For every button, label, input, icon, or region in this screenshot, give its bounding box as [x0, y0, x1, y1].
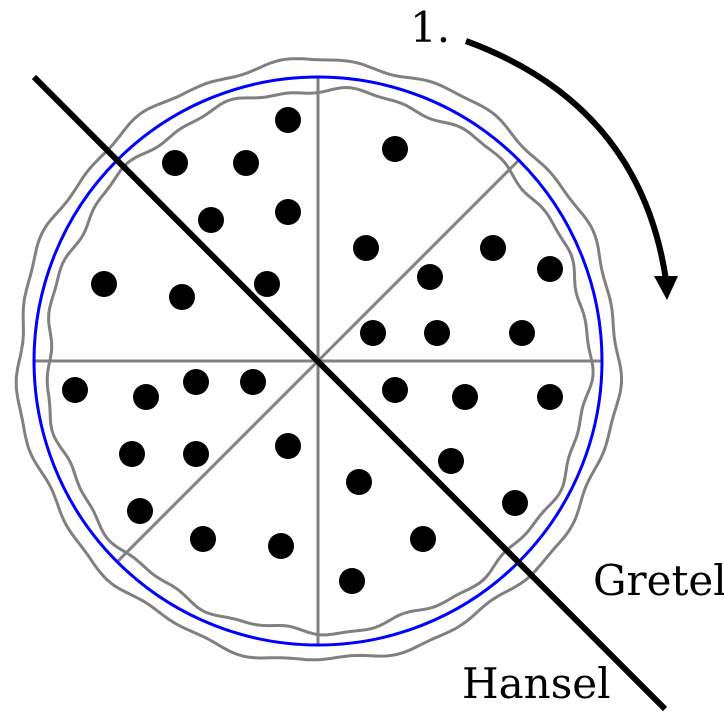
hansel-label: Hansel: [462, 659, 611, 708]
topping: [190, 526, 216, 552]
rotation-arrow: [464, 38, 669, 281]
topping: [162, 150, 188, 176]
pizza-circle: [32, 75, 604, 647]
topping: [346, 469, 372, 495]
topping: [183, 369, 209, 395]
topping: [169, 284, 195, 310]
step-label: 1.: [410, 3, 450, 52]
topping: [480, 235, 506, 261]
topping: [91, 271, 117, 297]
topping: [382, 377, 408, 403]
topping: [240, 369, 266, 395]
cut-line-diagonal-sw: [116, 359, 320, 563]
rotation-arrow-head: [654, 276, 678, 300]
topping: [119, 441, 145, 467]
topping: [127, 498, 153, 524]
topping: [537, 256, 563, 282]
topping: [438, 448, 464, 474]
topping: [452, 384, 478, 410]
crust-outer-edge: [14, 57, 623, 662]
topping: [62, 377, 88, 403]
topping: [410, 526, 436, 552]
topping: [417, 264, 443, 290]
topping: [353, 235, 379, 261]
topping: [502, 490, 528, 516]
dividing-line: [31, 74, 668, 712]
topping: [198, 207, 224, 233]
topping: [233, 150, 259, 176]
topping: [509, 320, 535, 346]
topping: [382, 136, 408, 162]
topping: [360, 320, 386, 346]
topping: [537, 384, 563, 410]
cut-line-diagonal-ne: [316, 159, 520, 363]
topping: [339, 568, 365, 594]
topping: [254, 271, 280, 297]
topping: [275, 199, 301, 225]
gretel-label: Gretel: [593, 556, 724, 605]
topping: [268, 533, 294, 559]
toppings: [62, 107, 563, 594]
topping: [275, 107, 301, 133]
topping: [133, 384, 159, 410]
topping: [183, 441, 209, 467]
topping: [275, 433, 301, 459]
topping: [424, 320, 450, 346]
